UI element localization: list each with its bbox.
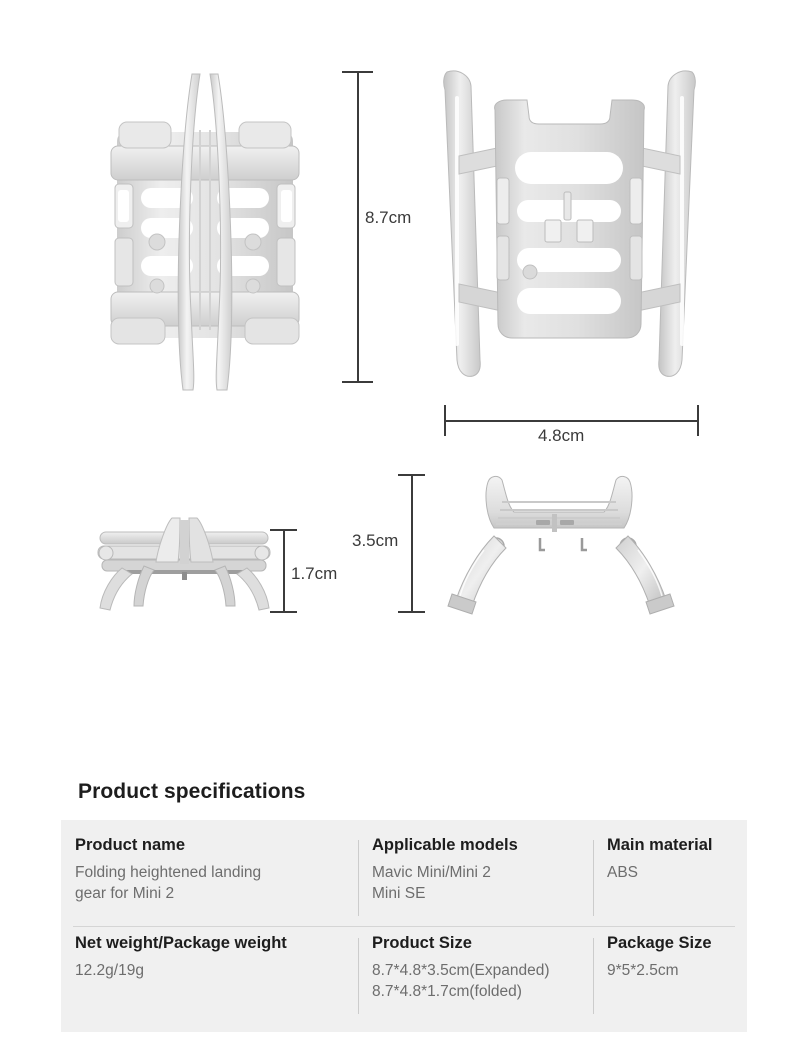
product-specifications-section: Product specifications Product name Fold… [0, 760, 800, 1052]
spec-cell-main-material: Main material ABS [593, 836, 747, 924]
spec-cell-applicable-models: Applicable models Mavic Mini/Mini 2 Mini… [358, 836, 593, 924]
dimension-cap-bottom [270, 611, 297, 613]
dimension-label-folded-thickness: 1.7cm [291, 564, 338, 583]
product-view-side-expanded [447, 475, 675, 615]
column-divider [358, 938, 359, 1014]
spec-value: Folding heightened landing gear for Mini… [75, 864, 262, 903]
spec-value: 8.7*4.8*3.5cm(Expanded) 8.7*4.8*1.7cm(fo… [372, 962, 550, 1001]
column-divider [593, 938, 594, 1014]
dimension-line-vertical [411, 474, 413, 613]
spec-table-row: Product name Folding heightened landing … [61, 836, 747, 924]
spec-table-row: Net weight/Package weight 12.2g/19g Prod… [61, 934, 747, 1024]
spec-cell-product-name: Product name Folding heightened landing … [61, 836, 358, 924]
dimension-label-width: 4.8cm [538, 426, 585, 445]
spec-value: ABS [607, 864, 639, 881]
spec-key: Applicable models [372, 836, 518, 854]
dimension-label-expanded-height: 3.5cm [352, 531, 399, 550]
dimension-label-height: 8.7cm [365, 208, 412, 227]
dimension-cap-bottom [342, 381, 373, 383]
spec-key: Product Size [372, 934, 472, 952]
product-view-top-expanded [443, 70, 696, 377]
spec-key: Main material [607, 836, 713, 854]
spec-value: 12.2g/19g [75, 962, 144, 979]
product-image-area: 8.7cm 4.8cm 1.7cm 3.5cm [97, 70, 699, 615]
spec-heading: Product specifications [78, 780, 306, 803]
column-divider [593, 840, 594, 916]
spec-key: Net weight/Package weight [75, 934, 287, 952]
product-view-side-folded [97, 517, 271, 611]
spec-value: Mavic Mini/Mini 2 Mini SE [372, 864, 491, 903]
spec-cell-product-size: Product Size 8.7*4.8*3.5cm(Expanded) 8.7… [358, 934, 593, 1024]
dimension-line-horizontal [444, 420, 699, 422]
column-divider [358, 840, 359, 916]
dimension-cap-right [697, 405, 699, 436]
spec-key: Package Size [607, 934, 712, 952]
spec-table: Product name Folding heightened landing … [61, 820, 747, 1032]
dimension-line-vertical [283, 529, 285, 613]
spec-value: 9*5*2.5cm [607, 962, 679, 979]
spec-key: Product name [75, 836, 186, 854]
spec-cell-net-weight: Net weight/Package weight 12.2g/19g [61, 934, 358, 1024]
dimension-line-vertical [357, 71, 359, 383]
product-view-top-folded [110, 73, 300, 391]
row-divider [73, 926, 735, 927]
spec-cell-package-size: Package Size 9*5*2.5cm [593, 934, 747, 1024]
dimension-cap-bottom [398, 611, 425, 613]
